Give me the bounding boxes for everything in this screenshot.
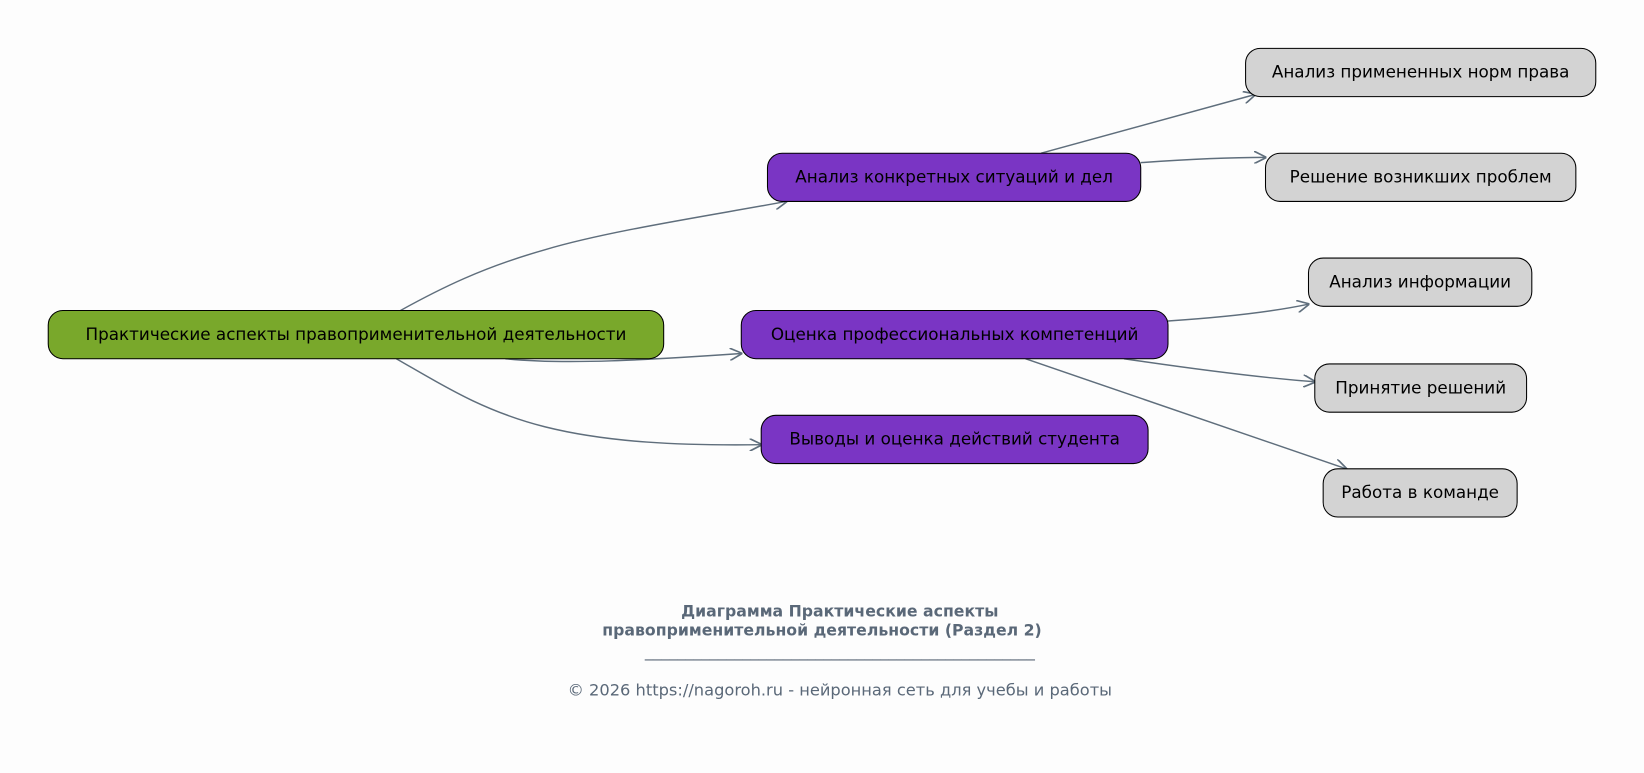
- caption: Диаграмма Практические аспекты правоприм…: [568, 602, 1112, 700]
- node-norms[interactable]: Анализ примененных норм права: [1245, 47, 1597, 98]
- footer-copyright: © 2026 https://nagoroh.ru - нейронная се…: [568, 680, 1112, 699]
- node-analysis-cases[interactable]: Анализ конкретных ситуаций и дел: [766, 152, 1142, 202]
- diagram-title-line-2: правоприменительной деятельности (Раздел…: [602, 621, 1042, 640]
- node-root[interactable]: Практические аспекты правоприменительной…: [47, 309, 665, 360]
- node-norms-label: Анализ примененных норм права: [1272, 62, 1570, 82]
- node-problems-label: Решение возникших проблем: [1290, 167, 1552, 187]
- edge-root-conclusions: [395, 358, 761, 445]
- node-competence-label: Оценка профессиональных компетенций: [771, 324, 1139, 344]
- edge-competence-info: [1167, 304, 1308, 322]
- node-decisions-label: Принятие решений: [1335, 377, 1506, 397]
- node-team[interactable]: Работа в команде: [1322, 468, 1518, 518]
- edge-root-analysis: [400, 201, 787, 312]
- diagram-title-line-1: Диаграмма Практические аспекты: [681, 602, 998, 621]
- edge-analysis-norms: [1040, 95, 1255, 154]
- node-decisions[interactable]: Принятие решений: [1314, 363, 1528, 413]
- node-team-label: Работа в команде: [1341, 482, 1499, 502]
- edge-analysis-problems: [1140, 157, 1266, 162]
- node-conclusions[interactable]: Выводы и оценка действий студента: [760, 414, 1149, 465]
- edge-root-competence: [505, 353, 741, 363]
- node-analysis-cases-label: Анализ конкретных ситуаций и дел: [795, 167, 1113, 187]
- separator-line: ________________________________________…: [644, 641, 1036, 661]
- node-competence[interactable]: Оценка профессиональных компетенций: [740, 309, 1169, 360]
- node-root-label: Практические аспекты правоприменительной…: [86, 324, 627, 344]
- node-info-label: Анализ информации: [1329, 271, 1511, 291]
- node-conclusions-label: Выводы и оценка действий студента: [789, 429, 1120, 449]
- edges: [395, 95, 1346, 469]
- edge-competence-team: [1025, 358, 1346, 469]
- node-info[interactable]: Анализ информации: [1307, 257, 1533, 307]
- node-problems[interactable]: Решение возникших проблем: [1264, 152, 1577, 202]
- edge-competence-decisions: [1123, 357, 1315, 382]
